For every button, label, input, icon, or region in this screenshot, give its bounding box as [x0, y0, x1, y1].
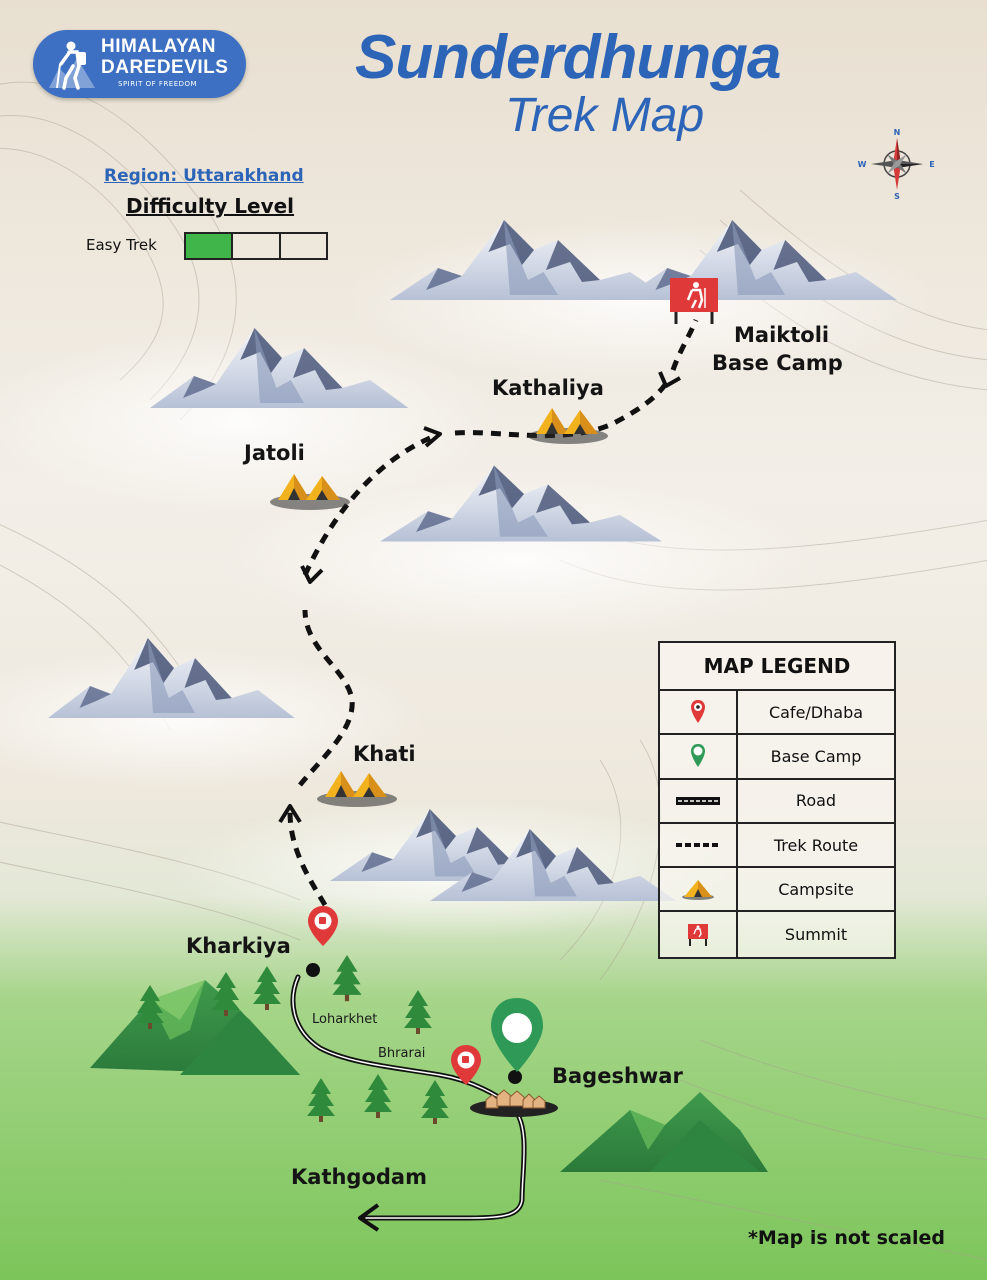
place-kathaliya: Kathaliya: [492, 376, 604, 400]
legend-row-cafe: Cafe/Dhaba: [660, 691, 894, 736]
legend-label-summit: Summit: [784, 925, 848, 945]
legend-row-campsite: Campsite: [660, 868, 894, 913]
legend-row-road: Road: [660, 779, 894, 824]
legend-label-campsite: Campsite: [778, 879, 854, 899]
difficulty-heading: Difficulty Level: [126, 194, 295, 218]
place-bageshwar: Bageshwar: [552, 1064, 683, 1088]
legend-row-trek-route: Trek Route: [660, 823, 894, 869]
place-jatoli: Jatoli: [244, 441, 305, 465]
logo-tagline: SPIRIT OF FREEDOM: [118, 80, 198, 88]
brand-logo[interactable]: HIMALAYAN DAREDEVILS SPIRIT OF FREEDOM: [33, 30, 246, 98]
compass-south-label: S: [894, 192, 900, 200]
map-subtitle: Trek Map: [505, 89, 705, 142]
difficulty-meter: [184, 232, 328, 260]
logo-name-line2: DAREDEVILS: [101, 57, 229, 78]
difficulty-segment-1: [186, 234, 234, 258]
compass-east-label: E: [929, 160, 934, 169]
place-bhrarai: Bhrarai: [378, 1046, 426, 1061]
legend-label-base-camp: Base Camp: [770, 746, 862, 766]
compass-rose-icon: N S E W: [858, 128, 935, 200]
place-loharkhet: Loharkhet: [312, 1012, 378, 1027]
map-title: Sunderdhunga: [355, 23, 781, 92]
place-maiktoli-line2: Base Camp: [712, 351, 843, 375]
trek-route-icon: [676, 843, 720, 848]
legend-label-cafe: Cafe/Dhaba: [768, 702, 864, 722]
logo-name-line1: HIMALAYAN: [101, 36, 217, 57]
map-legend: MAP LEGEND Cafe/Dhaba Base Camp Roa: [658, 641, 896, 959]
place-kharkiya: Kharkiya: [186, 934, 291, 958]
summit-flag-icon: [688, 923, 708, 946]
legend-label-road: Road: [795, 791, 837, 811]
scale-note: *Map is not scaled: [748, 1227, 945, 1249]
place-khati: Khati: [353, 742, 416, 766]
region-label: Region: Uttarakhand: [104, 166, 304, 186]
difficulty-segment-3: [281, 234, 326, 258]
difficulty-segment-2: [233, 234, 281, 258]
base-camp-pin-icon: [691, 744, 705, 768]
legend-title: MAP LEGEND: [660, 643, 894, 691]
difficulty-label: Easy Trek: [86, 236, 157, 254]
place-maiktoli-line1: Maiktoli: [734, 323, 830, 347]
road-icon: [676, 796, 720, 805]
hiker-logo-icon: [49, 41, 95, 90]
compass-west-label: W: [858, 160, 867, 169]
campsite-tent-icon: [682, 880, 714, 901]
place-kathgodam: Kathgodam: [291, 1165, 427, 1189]
legend-label-trek-route: Trek Route: [773, 835, 859, 855]
legend-row-summit: Summit: [660, 912, 894, 957]
cafe-pin-icon: [691, 700, 705, 724]
legend-row-base-camp: Base Camp: [660, 735, 894, 780]
compass-north-label: N: [894, 128, 901, 137]
